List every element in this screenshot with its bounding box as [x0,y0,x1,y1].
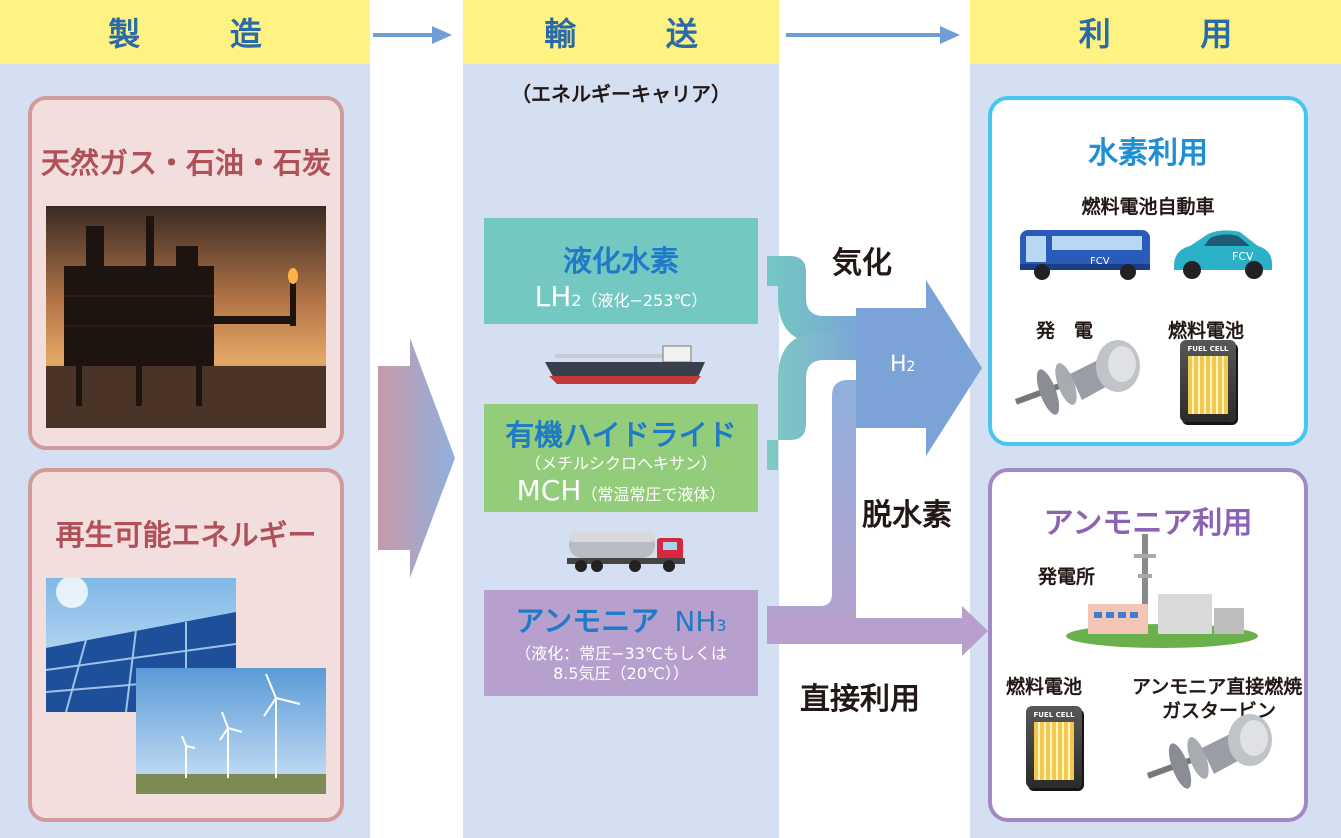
h2-arrow [856,280,982,456]
header-transport: 輸 送 [463,0,779,64]
fossil-source-title: 天然ガス・石油・石炭 [40,146,331,180]
ammonia-fuel-cell-tag: FUEL CELL [1033,711,1075,719]
nh3-dehydrogenation-pipe [767,380,872,634]
renewable-source-title: 再生可能エネルギー [55,518,317,552]
arrow-to-use [786,26,960,44]
lh2-title: 液化水素 [562,244,679,278]
lh2-subscript: 2 [571,291,582,310]
power-plant-icon [1066,534,1258,648]
lh2-pipe [767,256,866,344]
ammonia-turbine-label-1: アンモニア直接燃焼 [1132,676,1303,698]
fcv-car-icon: FCV [1174,230,1272,279]
hydrogen-fuel-cell-tag: FUEL CELL [1187,345,1229,353]
lh2-formula: LH [534,280,572,313]
h2-text: H [890,352,907,377]
source-to-carrier-arrow [378,338,455,578]
header-transport-label: 輸 送 [544,15,727,53]
fcv-bus-icon: FCV [1020,230,1150,280]
lh2-box: 液化水素 LH2（液化−253℃） [484,218,758,324]
h2-subscript: 2 [906,359,916,375]
vaporize-label: 気化 [832,246,892,281]
hydrogen-turbine-icon [1014,340,1140,415]
mch-pipe [767,332,866,470]
mch-formula: MCH [516,474,582,507]
fuel-cell-label: 燃料電池 [1168,320,1245,342]
fcv-car-tag: FCV [1232,250,1254,263]
mch-formula-line: MCH（常温常圧で液体） [484,474,758,507]
fuel-cell-grid [1034,722,1074,780]
tanker-ship-icon [545,345,705,384]
arrow-to-transport [373,26,452,44]
direct-use-label: 直接利用 [800,682,920,717]
fuel-cell-grid [1188,356,1228,414]
nh3-subscript: 3 [716,616,727,635]
ammonia-turbine-icon [1146,714,1272,789]
wind-turbine-image [136,668,326,794]
nh3-note-2: 8.5気圧（20℃）） [553,664,689,683]
mch-title: 有機ハイドライド [505,418,737,452]
hydrogen-fuel-cell-icon: FUEL CELL [1180,340,1236,422]
oil-rig-image [46,206,326,428]
h2-label: H2 [890,352,915,377]
ammonia-fuel-cell-label: 燃料電池 [1006,676,1083,698]
header-use: 利 用 [970,0,1341,64]
tank-truck-icon [567,532,685,572]
power-plant-label: 発電所 [1038,566,1096,588]
lh2-formula-line: LH2（液化−253℃） [484,280,758,313]
nh3-formula: NH [674,605,717,638]
nh3-box: アンモニア NH3 （液化：常圧−33℃もしくは 8.5気圧（20℃）） [484,590,758,696]
fcv-label: 燃料電池自動車 [1081,196,1215,218]
header-use-label: 利 用 [1078,15,1262,53]
direct-use-arrow [767,606,988,656]
ammonia-fuel-cell-icon: FUEL CELL [1026,706,1082,788]
nh3-title-line: アンモニア NH3 [484,598,758,640]
mch-box: 有機ハイドライド （メチルシクロヘキサン） MCH（常温常圧で液体） [484,404,758,512]
header-manufacture-label: 製 造 [108,15,291,53]
mch-note-2: （常温常圧で液体） [581,485,726,504]
lh2-note: （液化−253℃） [581,291,708,310]
power-label: 発 電 [1036,320,1094,342]
header-manufacture: 製 造 [0,0,370,64]
dehydrogenation-label: 脱水素 [862,498,952,533]
fcv-bus-tag: FCV [1090,256,1110,267]
nh3-title: アンモニア [515,604,660,638]
hydrogen-use-title: 水素利用 [1088,136,1208,171]
nh3-note-1: （液化：常圧−33℃もしくは [515,644,727,663]
mch-note-1: （メチルシクロヘキサン） [524,454,717,473]
transport-subtitle: （エネルギーキャリア） [511,82,731,106]
